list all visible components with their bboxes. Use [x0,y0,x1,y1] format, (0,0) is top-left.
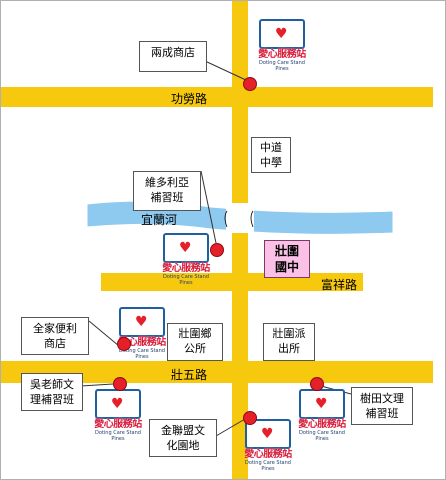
logo-subtitle: Doting Care Stand Pines [119,348,165,360]
logo-subtitle: Doting Care Stand Pines [95,430,141,442]
logo-title: 愛心服務站 [94,419,142,430]
house-icon: ♥ [163,233,209,263]
callout-shutian-line2: 補習班 [365,407,399,420]
road-gonglao [1,87,433,107]
callout-wu-teacher: 吳老師文 理補習班 [21,373,83,411]
road-label-gonglao: 功勞路 [171,92,208,106]
road-vertical-main [232,1,248,479]
heart-icon: ♥ [111,396,124,412]
logo-title: 愛心服務站 [258,49,306,60]
location-pin-liangcheng[interactable] [243,77,257,91]
house-icon: ♥ [259,19,305,49]
landmark-zhongdao-school: 中道 中學 [251,137,291,173]
landmark-township-office: 壯圍鄉 公所 [167,323,223,361]
service-station-logo-victoria: ♥ 愛心服務站 Doting Care Stand Pines [157,233,215,286]
location-pin-jinlianmeng[interactable] [243,411,257,425]
callout-familymart-line1: 全家便利 [33,322,77,335]
heart-icon: ♥ [135,314,148,330]
logo-title: 愛心服務站 [118,337,166,348]
landmark-zhuangwei-jhs-line2: 國中 [274,260,299,274]
landmark-zhuangwei-junior-high: 壯圍 國中 [264,240,310,278]
road-zhuangwu [1,361,433,383]
logo-subtitle: Doting Care Stand Pines [259,60,305,72]
landmark-police-line1: 壯圍派 [272,327,306,340]
landmark-zhuangwei-jhs-line1: 壯圍 [274,244,299,258]
callout-familymart: 全家便利 商店 [21,317,89,355]
road-label-zhuangwu: 壯五路 [171,368,208,382]
logo-title: 愛心服務站 [244,449,292,460]
landmark-zhongdao-line2: 中學 [260,156,282,169]
service-station-logo-top: ♥ 愛心服務站 Doting Care Stand Pines [253,19,311,72]
callout-wu-teacher-line2: 理補習班 [30,393,74,406]
landmark-zhongdao-line1: 中道 [260,141,282,154]
service-station-logo-jinlianmeng: ♥ 愛心服務站 Doting Care Stand Pines [239,419,297,472]
callout-victoria-line1: 維多利亞 [145,176,189,189]
house-icon: ♥ [299,389,345,419]
location-pin-familymart[interactable] [117,337,131,351]
callout-shutian: 樹田文理 補習班 [351,387,413,425]
house-icon: ♥ [95,389,141,419]
road-label-fuxiang: 富祥路 [321,278,358,292]
heart-icon: ♥ [315,396,328,412]
callout-victoria-line2: 補習班 [150,191,184,204]
logo-subtitle: Doting Care Stand Pines [299,430,345,442]
callout-jinlianmeng-line1: 金聯盟文 [161,424,205,437]
heart-icon: ♥ [275,26,288,42]
callout-wu-teacher-line1: 吳老師文 [30,378,74,391]
logo-subtitle: Doting Care Stand Pines [245,460,291,472]
location-pin-wu[interactable] [113,377,127,391]
callout-familymart-line2: 商店 [44,337,66,350]
house-icon: ♥ [119,307,165,337]
callout-liangcheng-store-label: 兩成商店 [151,46,195,59]
heart-icon: ♥ [179,240,192,256]
landmark-township-office-line2: 公所 [184,342,206,355]
location-pin-shutian[interactable] [310,377,324,391]
landmark-township-office-line1: 壯圍鄉 [178,327,212,340]
location-pin-victoria[interactable] [210,243,224,257]
callout-victoria-school: 維多利亞 補習班 [133,171,201,211]
callout-jinlianmeng: 金聯盟文 化園地 [149,419,217,457]
heart-icon: ♥ [261,426,274,442]
service-station-logo-shutian: ♥ 愛心服務站 Doting Care Stand Pines [293,389,351,442]
service-station-logo-wu: ♥ 愛心服務站 Doting Care Stand Pines [89,389,147,442]
callout-shutian-line1: 樹田文理 [360,392,404,405]
landmark-police-line2: 出所 [278,342,300,355]
callout-jinlianmeng-line2: 化園地 [166,439,200,452]
logo-title: 愛心服務站 [298,419,346,430]
landmark-police-station: 壯圍派 出所 [263,323,315,361]
logo-subtitle: Doting Care Stand Pines [163,274,209,286]
river-label-yilan: 宜蘭河 [141,213,178,227]
service-station-logo-familymart: ♥ 愛心服務站 Doting Care Stand Pines [113,307,171,360]
callout-liangcheng-store: 兩成商店 [139,41,207,72]
logo-title: 愛心服務站 [162,263,210,274]
